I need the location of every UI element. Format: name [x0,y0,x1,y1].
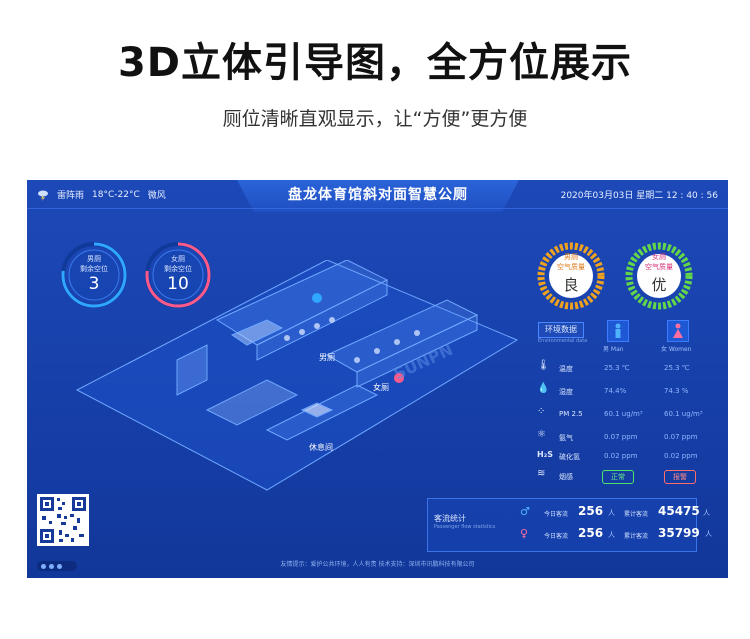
env-male-value: 0.02 ppm [604,452,638,460]
env-male-value: 0.07 ppm [604,433,638,441]
dashboard-screen: 雷阵雨 18°C-22°C 微风 盘龙体育馆斜对面智慧公厕 2020年03月03… [27,180,728,578]
female-icon: ♀ [520,527,529,540]
env-female-value: 74.3 % [664,387,689,395]
today-label: 今日客流 [544,533,569,540]
female-vacancy-label: 女厕剩余空位 [164,255,192,273]
env-row-name: 湿度 [559,388,573,396]
qr-code [37,494,89,546]
male-air-quality-value: 良 [563,276,579,294]
env-subtitle: Environmental data [538,338,588,344]
male-icon [607,320,629,342]
env-female-value: 0.02 ppm [664,452,698,460]
male-vacancy-label: 男厕剩余空位 [80,255,108,273]
female-today-count: 256 [578,526,604,540]
female-vacancy-value: 10 [167,274,189,294]
weather-condition: 雷阵雨 [57,191,85,201]
female-air-quality-ring [625,242,693,310]
env-female-value: 25.3 ℃ [664,364,690,372]
screen-title: 盘龙体育馆斜对面智慧公厕 [288,187,468,203]
floor-plan-3d: 男厕 女厕 休息间 SUNPN [75,260,519,491]
env-male-value: 60.1 ug/m³ [604,410,643,418]
env-row-name: 温度 [559,365,573,373]
female-air-quality-value: 优 [651,276,667,294]
today-label: 今日客流 [544,511,569,518]
footer-text: 友情提示：爱护公共环境，人人有责 技术支持：深圳市讯鹏科技有限公司 [280,561,475,568]
hero-subtitle: 厕位清晰直观显示，让“方便”更方便 [222,108,528,130]
traffic-title: 客流统计 [434,514,466,523]
male-icon: ♂ [520,505,530,518]
weather-temp: 18°C-22°C [92,189,140,200]
page-indicator[interactable] [37,561,77,571]
humidity-icon: 💧 [537,383,550,394]
male-column-label: 男 Man [603,346,624,353]
smoke-status-normal: 正常 [602,470,634,484]
smoke-status-alarm: 报警 [664,470,696,484]
smoke-icon: ≋ [537,468,546,479]
female-location-pin [394,373,404,383]
unit: 人 [608,531,615,539]
female-icon [667,320,689,342]
datetime: 2020年03月03日 星期二 12 : 40 : 56 [560,191,718,201]
ammonia-icon: ⚛ [537,429,546,440]
plan-label-female: 女厕 [373,382,389,392]
unit: 人 [608,509,615,517]
male-vacancy-value: 3 [88,274,100,294]
weather-wind: 微风 [147,191,166,201]
env-female-value: 0.07 ppm [664,433,698,441]
env-female-value: 60.1 ug/m³ [664,410,703,418]
unit: 人 [703,509,710,517]
env-row-name: 烟感 [559,473,573,481]
female-vacancy-ring [145,242,211,308]
env-row-name: 硫化氢 [559,453,580,461]
env-row-name: PM 2.5 [559,410,583,418]
female-column-label: 女 Women [661,346,692,353]
env-male-value: 25.3 ℃ [604,364,630,372]
plan-label-male: 男厕 [319,353,335,362]
screen-title-box: 盘龙体育馆斜对面智慧公厕 [237,180,519,212]
divider [27,208,728,209]
pm25-icon: ⁘ [537,406,546,417]
thunderstorm-icon [38,190,48,201]
female-total-count: 35799 [658,526,700,540]
male-total-count: 45475 [658,504,700,518]
hero-title: 3D立体引导图，全方位展示 [117,40,633,86]
male-air-quality-ring [537,242,605,310]
total-label: 累计客流 [624,511,649,518]
unit: 人 [705,530,712,538]
h2s-icon: H₂S [537,450,553,459]
male-vacancy-ring [61,242,127,308]
floor-base [75,260,519,491]
male-location-pin [312,293,322,303]
traffic-panel: 客流统计 Passenger flow statistics ♂ 今日客流 25… [427,498,710,552]
weather-info: 雷阵雨 18°C-22°C 微风 [37,188,166,201]
total-label: 累计客流 [624,533,649,540]
male-today-count: 256 [578,504,604,518]
env-title: 环境数据 [538,322,584,338]
top-bar: 雷阵雨 18°C-22°C 微风 盘龙体育馆斜对面智慧公厕 2020年03月03… [27,180,728,212]
plan-label-lounge: 休息间 [309,442,333,452]
female-air-quality-label: 女厕空气质量 [645,253,673,271]
traffic-subtitle: Passenger flow statistics [434,524,496,530]
env-row-name: 氨气 [559,434,573,442]
env-male-value: 74.4% [604,387,627,395]
thermometer-icon: 🌡 [537,360,550,371]
male-air-quality-label: 男厕空气质量 [557,253,585,271]
